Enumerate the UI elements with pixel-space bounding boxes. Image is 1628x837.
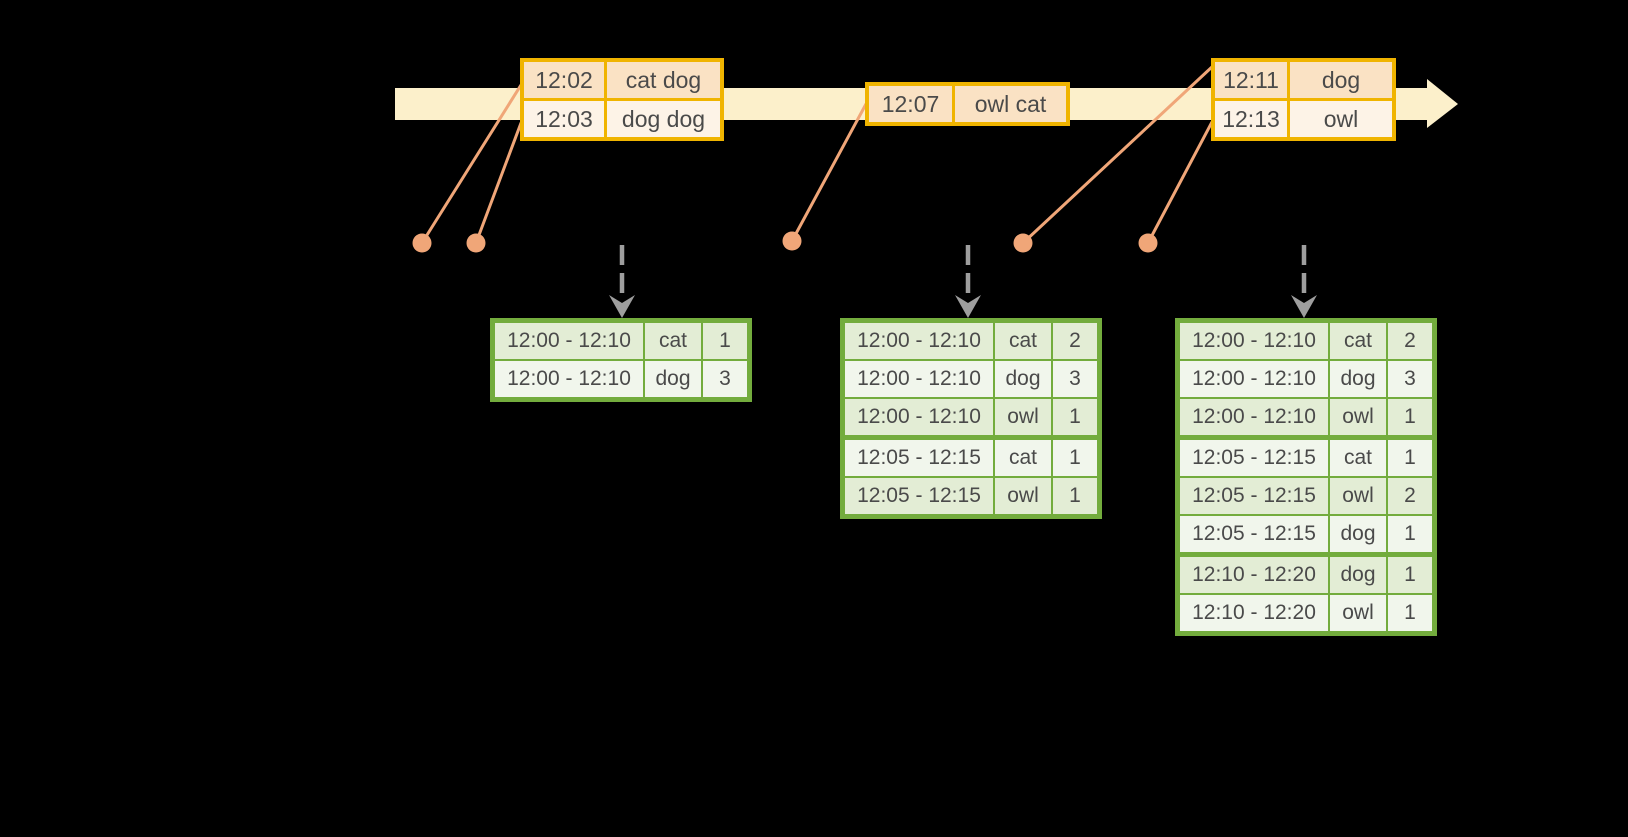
- count-cell: 1: [1388, 557, 1432, 593]
- result-table-3: 12:00 - 12:10 cat 2 12:00 - 12:10 dog 3 …: [1175, 318, 1437, 636]
- window-cell: 12:05 - 12:15: [1180, 478, 1328, 514]
- table-row: 12:00 - 12:10 dog 3: [845, 361, 1097, 397]
- trigger-arrowheads: [609, 295, 1317, 318]
- event-words: dog dog: [607, 101, 720, 137]
- event-connectors: [420, 64, 1215, 245]
- down-arrow-icon: [609, 295, 635, 318]
- window-cell: 12:05 - 12:15: [845, 440, 993, 476]
- event-time: 12:07: [869, 86, 952, 122]
- word-cell: owl: [1330, 399, 1386, 435]
- event-dots: [412, 231, 1158, 253]
- window-cell: 12:00 - 12:10: [1180, 361, 1328, 397]
- event-words: dog: [1290, 62, 1392, 98]
- window-cell: 12:05 - 12:15: [1180, 440, 1328, 476]
- count-cell: 1: [1388, 595, 1432, 631]
- table-row: 12:05 - 12:15 owl 1: [845, 478, 1097, 514]
- word-cell: owl: [995, 399, 1051, 435]
- event-dot: [412, 233, 432, 253]
- trigger-arrows: [619, 245, 1307, 297]
- result-table-2: 12:00 - 12:10 cat 2 12:00 - 12:10 dog 3 …: [840, 318, 1102, 519]
- table-row: 12:10 - 12:20 owl 1: [1180, 595, 1432, 631]
- window-cell: 12:10 - 12:20: [1180, 557, 1328, 593]
- event-dot: [1013, 233, 1033, 253]
- word-cell: cat: [995, 323, 1051, 359]
- event-dot: [466, 233, 486, 253]
- event-line: [1146, 120, 1214, 245]
- count-cell: 1: [1053, 440, 1097, 476]
- window-cell: 12:00 - 12:10: [1180, 323, 1328, 359]
- event-time: 12:11: [1215, 62, 1287, 98]
- window-cell: 12:05 - 12:15: [1180, 516, 1328, 552]
- count-cell: 3: [1388, 361, 1432, 397]
- word-cell: cat: [1330, 323, 1386, 359]
- event-line: [474, 121, 523, 245]
- window-cell: 12:00 - 12:10: [845, 399, 993, 435]
- event-words: cat dog: [607, 62, 720, 98]
- event-box-1: 12:02 cat dog 12:03 dog dog: [520, 58, 724, 141]
- window-cell: 12:00 - 12:10: [1180, 399, 1328, 435]
- count-cell: 1: [703, 323, 747, 359]
- table-row: 12:05 - 12:15 dog 1: [1180, 516, 1432, 552]
- table-row: 12:00 - 12:10 cat 2: [1180, 323, 1432, 359]
- table-row: 12:10 - 12:20 dog 1: [1180, 557, 1432, 593]
- count-cell: 1: [1053, 478, 1097, 514]
- table-row: 12:05 - 12:15 owl 2: [1180, 478, 1432, 514]
- event-dot: [1138, 233, 1158, 253]
- window-cell: 12:00 - 12:10: [495, 323, 643, 359]
- event-box-2: 12:07 owl cat: [865, 82, 1070, 126]
- word-cell: dog: [1330, 557, 1386, 593]
- count-cell: 1: [1388, 516, 1432, 552]
- event-line: [420, 83, 523, 245]
- event-dot: [782, 231, 802, 251]
- event-box-3: 12:11 dog 12:13 owl: [1211, 58, 1396, 141]
- down-arrow-icon: [1291, 295, 1317, 318]
- word-cell: cat: [995, 440, 1051, 476]
- timeline-arrow-icon: [1427, 79, 1458, 128]
- word-cell: dog: [1330, 516, 1386, 552]
- word-cell: dog: [1330, 361, 1386, 397]
- table-row: 12:00 - 12:10 dog 3: [495, 361, 747, 397]
- word-cell: owl: [1330, 478, 1386, 514]
- count-cell: 1: [1053, 399, 1097, 435]
- count-cell: 2: [1388, 323, 1432, 359]
- count-cell: 1: [1388, 440, 1432, 476]
- count-cell: 2: [1053, 323, 1097, 359]
- table-row: 12:00 - 12:10 cat 2: [845, 323, 1097, 359]
- table-row: 12:00 - 12:10 cat 1: [495, 323, 747, 359]
- window-cell: 12:00 - 12:10: [845, 361, 993, 397]
- count-cell: 3: [703, 361, 747, 397]
- event-words: owl cat: [955, 86, 1066, 122]
- word-cell: cat: [1330, 440, 1386, 476]
- word-cell: owl: [1330, 595, 1386, 631]
- event-time: 12:02: [524, 62, 604, 98]
- table-row: 12:05 - 12:15 cat 1: [1180, 440, 1432, 476]
- count-cell: 1: [1388, 399, 1432, 435]
- window-cell: 12:00 - 12:10: [845, 323, 993, 359]
- event-words: owl: [1290, 101, 1392, 137]
- word-cell: cat: [645, 323, 701, 359]
- table-row: 12:00 - 12:10 owl 1: [845, 399, 1097, 435]
- down-arrow-icon: [955, 295, 981, 318]
- event-time: 12:13: [1215, 101, 1287, 137]
- result-table-1: 12:00 - 12:10 cat 1 12:00 - 12:10 dog 3: [490, 318, 752, 402]
- count-cell: 2: [1388, 478, 1432, 514]
- table-row: 12:00 - 12:10 dog 3: [1180, 361, 1432, 397]
- word-cell: dog: [995, 361, 1051, 397]
- table-row: 12:00 - 12:10 owl 1: [1180, 399, 1432, 435]
- window-cell: 12:00 - 12:10: [495, 361, 643, 397]
- window-cell: 12:05 - 12:15: [845, 478, 993, 514]
- event-line: [1021, 64, 1215, 245]
- table-row: 12:05 - 12:15 cat 1: [845, 440, 1097, 476]
- event-line: [790, 102, 868, 243]
- window-cell: 12:10 - 12:20: [1180, 595, 1328, 631]
- word-cell: dog: [645, 361, 701, 397]
- event-time: 12:03: [524, 101, 604, 137]
- count-cell: 3: [1053, 361, 1097, 397]
- word-cell: owl: [995, 478, 1051, 514]
